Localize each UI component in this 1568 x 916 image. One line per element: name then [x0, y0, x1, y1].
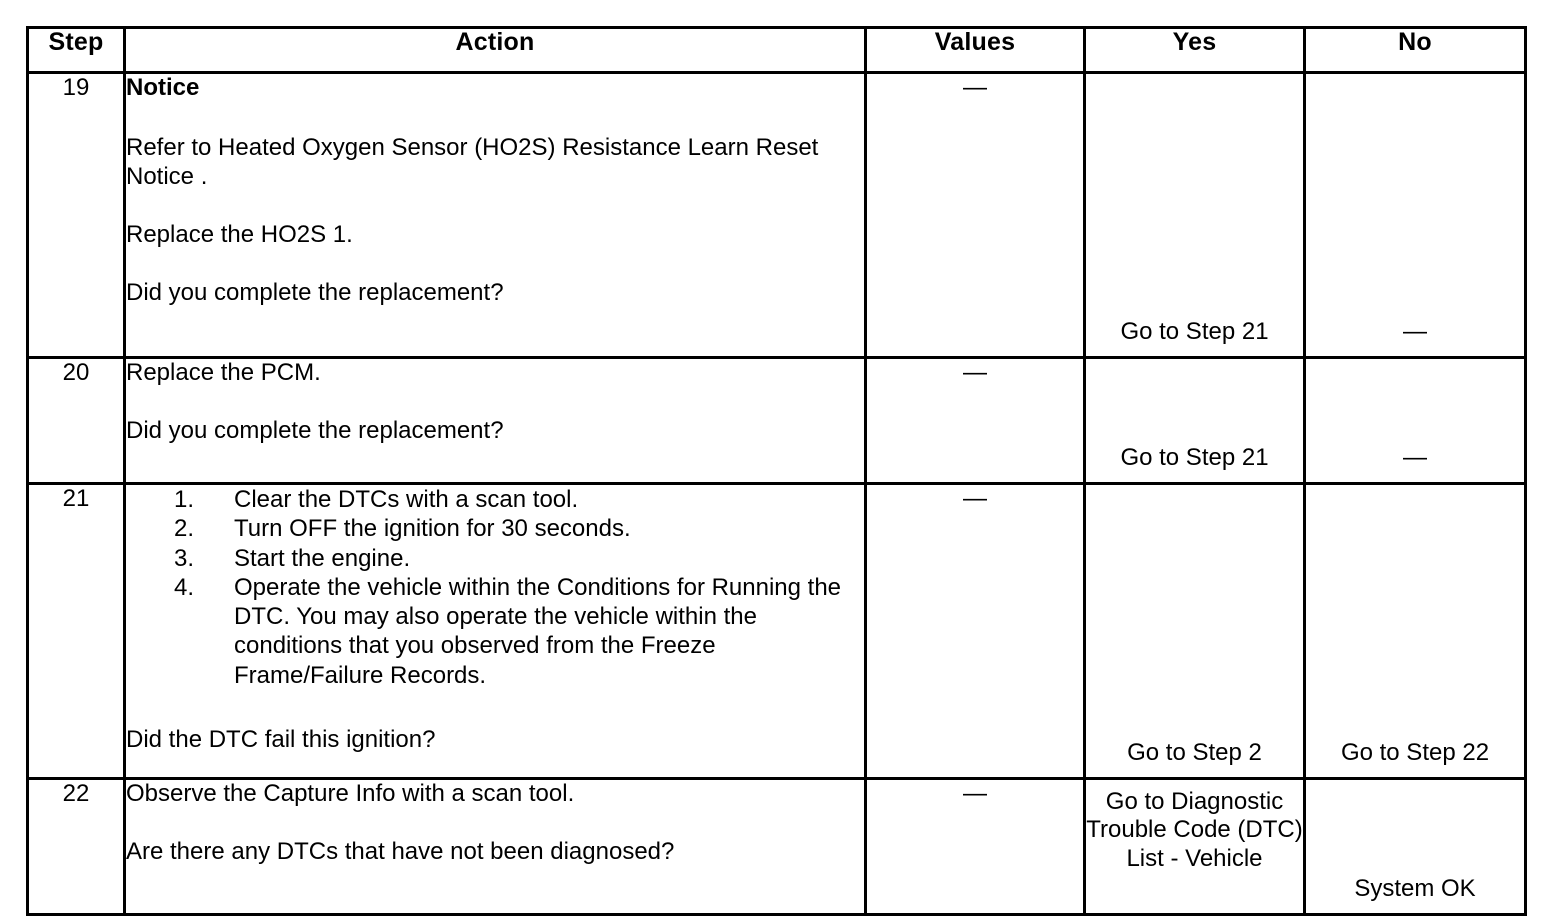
action-cell: Replace the PCM. Did you complete the re…: [123, 356, 867, 485]
step-number-cell: 20: [26, 356, 126, 485]
no-branch-cell: Go to Step 22: [1303, 482, 1527, 780]
list-item-number: 3.: [174, 544, 195, 572]
column-header-step: Step: [26, 26, 126, 74]
instruction-text: Replace the HO2S 1.: [126, 220, 353, 248]
diagnostic-steps-table: Step Action Values Yes No 19 Notice Refe…: [26, 26, 1527, 916]
table-header-row: Step Action Values Yes No: [26, 26, 1527, 74]
table-row: 22 Observe the Capture Info with a scan …: [26, 777, 1527, 916]
action-cell: Observe the Capture Info with a scan too…: [123, 777, 867, 916]
yes-branch-cell: Go to Step 21: [1083, 71, 1306, 359]
values-cell: —: [864, 777, 1086, 916]
yes-branch-cell: Go to Diagnostic Trouble Code (DTC) List…: [1083, 777, 1306, 916]
column-header-no: No: [1303, 26, 1527, 74]
list-item-number: 2.: [174, 515, 195, 543]
em-dash: —: [963, 359, 987, 386]
question-text: Did you complete the replacement?: [126, 279, 504, 307]
list-item: 1. Clear the DTCs with a scan tool.: [126, 485, 864, 514]
list-item: 3. Start the engine.: [126, 544, 864, 573]
numbered-instruction-list: 1. Clear the DTCs with a scan tool. 2. T…: [126, 485, 864, 690]
list-item-number: 1.: [174, 486, 195, 513]
no-branch-cell: —: [1303, 356, 1527, 485]
list-item: 2. Turn OFF the ignition for 30 seconds.: [126, 514, 864, 543]
column-header-action: Action: [123, 26, 867, 74]
question-text: Did you complete the replacement?: [126, 417, 504, 445]
column-header-values: Values: [864, 26, 1086, 74]
step-number-cell: 19: [26, 71, 126, 359]
instruction-text: Observe the Capture Info with a scan too…: [126, 780, 575, 807]
em-dash: —: [963, 74, 987, 101]
question-text: Are there any DTCs that have not been di…: [126, 838, 675, 866]
step-number-cell: 22: [26, 777, 126, 916]
yes-branch-cell: Go to Step 2: [1083, 482, 1306, 780]
list-item-text: Operate the vehicle within the Condition…: [234, 573, 842, 689]
em-dash: —: [963, 780, 987, 807]
instruction-text: Replace the PCM.: [126, 359, 321, 386]
action-cell: Notice Refer to Heated Oxygen Sensor (HO…: [123, 71, 867, 359]
values-cell: —: [864, 356, 1086, 485]
notice-body-text: Refer to Heated Oxygen Sensor (HO2S) Res…: [126, 134, 819, 190]
step-number-cell: 21: [26, 482, 126, 780]
em-dash: —: [963, 485, 987, 512]
list-item-text: Turn OFF the ignition for 30 seconds.: [234, 515, 631, 543]
question-text: Did the DTC fail this ignition?: [126, 725, 436, 753]
list-item-text: Start the engine.: [234, 544, 411, 572]
notice-heading: Notice: [126, 74, 200, 101]
values-cell: —: [864, 71, 1086, 359]
table-row: 19 Notice Refer to Heated Oxygen Sensor …: [26, 71, 1527, 359]
table-row: 20 Replace the PCM. Did you complete the…: [26, 356, 1527, 485]
spacer: [126, 690, 864, 726]
table-row: 21 1. Clear the DTCs with a scan tool. 2…: [26, 482, 1527, 780]
column-header-yes: Yes: [1083, 26, 1306, 74]
no-branch-cell: System OK: [1303, 777, 1527, 916]
yes-branch-cell: Go to Step 21: [1083, 356, 1306, 485]
list-item-number: 4.: [174, 573, 195, 601]
no-branch-cell: —: [1303, 71, 1527, 359]
values-cell: —: [864, 482, 1086, 780]
diagnostic-procedure-page: Step Action Values Yes No 19 Notice Refe…: [26, 26, 1527, 916]
list-item-text: Clear the DTCs with a scan tool.: [234, 486, 579, 513]
list-item: 4. Operate the vehicle within the Condit…: [126, 573, 864, 690]
action-cell: 1. Clear the DTCs with a scan tool. 2. T…: [123, 482, 867, 780]
